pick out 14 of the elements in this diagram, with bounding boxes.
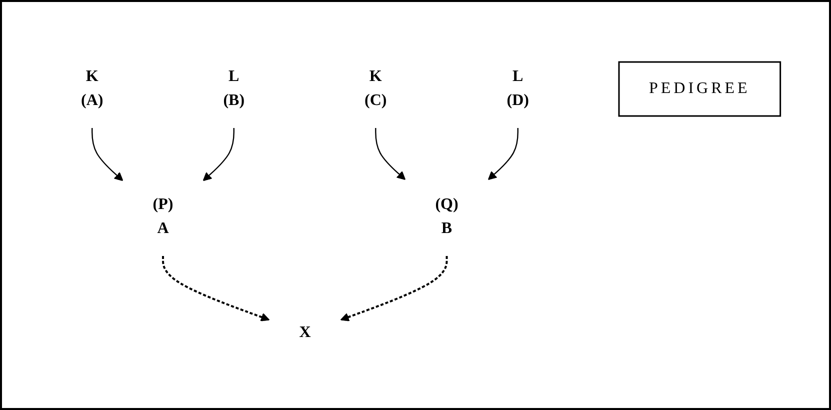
node-text: K (A) (80, 68, 104, 109)
node-text: L (D) (506, 68, 529, 109)
arrow (374, 128, 406, 180)
node-text: L (B) (223, 68, 244, 109)
node-text: (Q) B (435, 196, 458, 237)
node-box: PEDIGREE (618, 61, 781, 117)
arrow (91, 128, 124, 182)
node-text: K (C) (364, 68, 387, 109)
arrow (162, 256, 270, 322)
arrow (202, 128, 234, 182)
arrow (340, 256, 448, 322)
arrow (488, 128, 518, 180)
node-text: X (299, 324, 311, 341)
node-text: (P) A (152, 196, 174, 237)
